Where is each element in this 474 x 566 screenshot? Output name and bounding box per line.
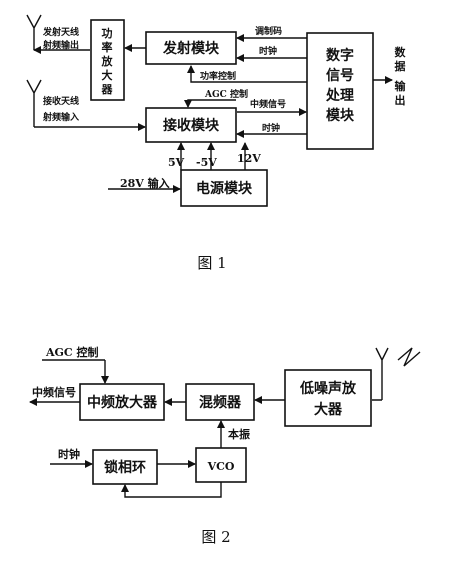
v5-label: 5V	[168, 156, 185, 169]
figure-1-caption: 图 1	[197, 254, 226, 272]
v12-label: 12V	[237, 152, 261, 165]
vneg5-label: -5V	[196, 156, 217, 169]
data-output-char-1: 数	[395, 45, 407, 59]
agc-control-label-f2: AGC 控制	[45, 345, 99, 359]
mixer-box	[185, 383, 255, 421]
figure-1: 发射天线 射频输出 功 率 放 大 器 发射模块 数字 信号 处理 模块 数 据…	[26, 14, 407, 272]
lna-line-2: 大器	[314, 401, 343, 418]
tx-module-label: 发射模块	[162, 40, 220, 57]
if-amplifier-label: 中频放大器	[87, 394, 158, 411]
power-amp-char-1: 功	[102, 26, 113, 40]
power-amp-char-2: 率	[102, 40, 113, 54]
dsp-module-box	[306, 32, 374, 150]
data-output-char-3: 输	[395, 79, 407, 93]
agc-control-arrow-f1	[184, 99, 236, 108]
power-module-label: 电源模块	[196, 180, 253, 197]
power-amplifier-box	[90, 19, 125, 101]
agc-control-label-f1: AGC 控制	[204, 88, 248, 100]
vco-label: VCO	[207, 460, 235, 473]
if-signal-label-f2: 中频信号	[32, 385, 76, 399]
power-amp-char-4: 大	[102, 68, 113, 82]
data-output-char-4: 出	[395, 93, 406, 107]
dsp-line-2: 信号	[326, 67, 354, 84]
if-signal-label-f1: 中频信号	[250, 98, 286, 110]
clock-label-f2: 时钟	[58, 447, 80, 461]
power-amp-char-5: 器	[101, 83, 114, 96]
power-amp-char-3: 放	[101, 54, 114, 68]
rx-clock-label: 时钟	[262, 122, 280, 134]
tx-antenna-label: 发射天线	[42, 26, 79, 38]
rx-antenna-label: 接收天线	[43, 95, 79, 107]
power-control-arrow	[187, 65, 307, 83]
pll-label: 锁相环	[104, 459, 146, 476]
tx-rf-output-label: 射频输出	[42, 39, 79, 51]
pll-box	[92, 449, 158, 485]
mixer-label: 混频器	[199, 394, 242, 411]
rx-antenna-icon-f2	[372, 347, 421, 401]
dsp-line-1: 数字	[326, 47, 354, 64]
rx-antenna-icon	[26, 79, 42, 127]
tx-clock-label: 时钟	[259, 45, 277, 57]
tx-antenna-icon	[26, 14, 42, 50]
lna-box	[284, 369, 372, 427]
power-control-label: 功率控制	[200, 70, 236, 82]
data-output-char-2: 据	[395, 59, 406, 73]
lna-line-1: 低噪声放	[299, 380, 357, 397]
rx-module-box	[145, 107, 237, 143]
rx-rf-input-label: 射频输入	[42, 111, 79, 123]
tx-module-box	[145, 31, 237, 65]
figure-2: AGC 控制 中频放大器 中频信号 混频器 低噪声放 大器 锁相环 时钟 VCO…	[29, 345, 421, 546]
rx-module-label: 接收模块	[163, 117, 220, 134]
dsp-line-4: 模块	[326, 107, 355, 124]
lo-label: 本振	[228, 427, 250, 441]
modulation-code-label: 调制码	[255, 25, 282, 37]
input-28v-label: 28V 输入	[120, 176, 170, 190]
vco-feedback-arrow	[121, 482, 222, 498]
dsp-line-3: 处理	[325, 87, 354, 104]
power-module-box	[180, 169, 268, 207]
figure-2-caption: 图 2	[201, 528, 230, 546]
